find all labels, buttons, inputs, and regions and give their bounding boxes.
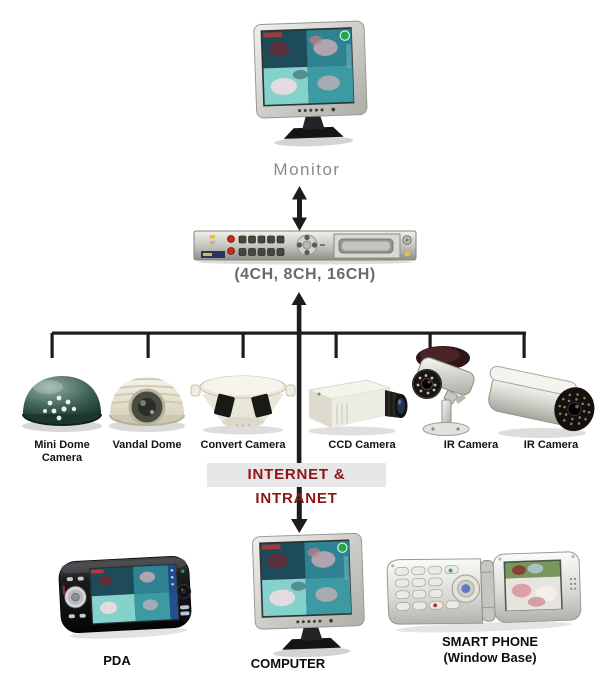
smart-phone-image bbox=[386, 551, 582, 633]
camera-bus-line bbox=[50, 331, 526, 358]
phone-keypad bbox=[394, 565, 460, 611]
dvr-led bbox=[210, 235, 215, 239]
internet-intranet-banner: INTERNET & INTRANET bbox=[207, 463, 386, 507]
monitor-image bbox=[253, 20, 368, 147]
camera-label-ir-2: IR Camera bbox=[501, 439, 600, 452]
convert-camera-image bbox=[190, 375, 296, 435]
dvr-image bbox=[193, 230, 417, 265]
camera-label-line: Mini Dome bbox=[34, 439, 90, 451]
trunk-line-up-arrow bbox=[291, 292, 307, 487]
pda-label: PDA bbox=[67, 653, 167, 669]
client-label-line: COMPUTER bbox=[250, 656, 326, 671]
ir-camera-2-image bbox=[488, 365, 595, 438]
camera-label-ccd: CCD Camera bbox=[312, 439, 412, 452]
dvr-led bbox=[405, 252, 410, 256]
camera-label-line: IR Camera bbox=[523, 439, 579, 451]
dvr-record-button bbox=[227, 247, 235, 255]
camera-label-line: Camera bbox=[41, 452, 83, 464]
pda-image bbox=[58, 555, 192, 639]
client-label-line: (Window Base) bbox=[443, 650, 537, 665]
camera-label-ir-1: IR Camera bbox=[421, 439, 521, 452]
camera-label-line: CCD Camera bbox=[328, 439, 396, 451]
dvr-drive-bay bbox=[333, 233, 401, 259]
dvr-led bbox=[210, 241, 215, 245]
camera-label-line: Vandal Dome bbox=[112, 439, 182, 451]
ccd-camera-image bbox=[307, 379, 408, 436]
camera-label-mini-dome: Mini Dome Camera bbox=[12, 439, 112, 465]
smart-phone-label: SMART PHONE (Window Base) bbox=[415, 634, 565, 666]
camera-label-line: IR Camera bbox=[443, 439, 499, 451]
vandal-dome-camera-image bbox=[109, 377, 185, 432]
trunk-line-down-arrow bbox=[291, 487, 308, 533]
dvr-caption: (4CH, 8CH, 16CH) bbox=[234, 266, 376, 283]
ir-camera-1-image bbox=[412, 346, 475, 436]
dvr-record-button bbox=[227, 235, 235, 243]
computer-label: COMPUTER bbox=[238, 656, 338, 672]
dvr-channel-buttons bbox=[238, 235, 285, 256]
camera-label-convert: Convert Camera bbox=[193, 439, 293, 452]
monitor-label: Monitor bbox=[273, 160, 341, 179]
client-label-line: PDA bbox=[103, 653, 131, 668]
camera-label-vandal-dome: Vandal Dome bbox=[97, 439, 197, 452]
camera-label-line: Convert Camera bbox=[200, 439, 286, 451]
mini-dome-camera-image bbox=[22, 376, 102, 432]
dvr-logo bbox=[201, 251, 225, 258]
client-label-line: SMART PHONE bbox=[441, 634, 539, 649]
dvr-jog-pad bbox=[296, 234, 325, 256]
monitor-dvr-double-arrow bbox=[292, 186, 307, 231]
computer-image bbox=[252, 532, 365, 658]
